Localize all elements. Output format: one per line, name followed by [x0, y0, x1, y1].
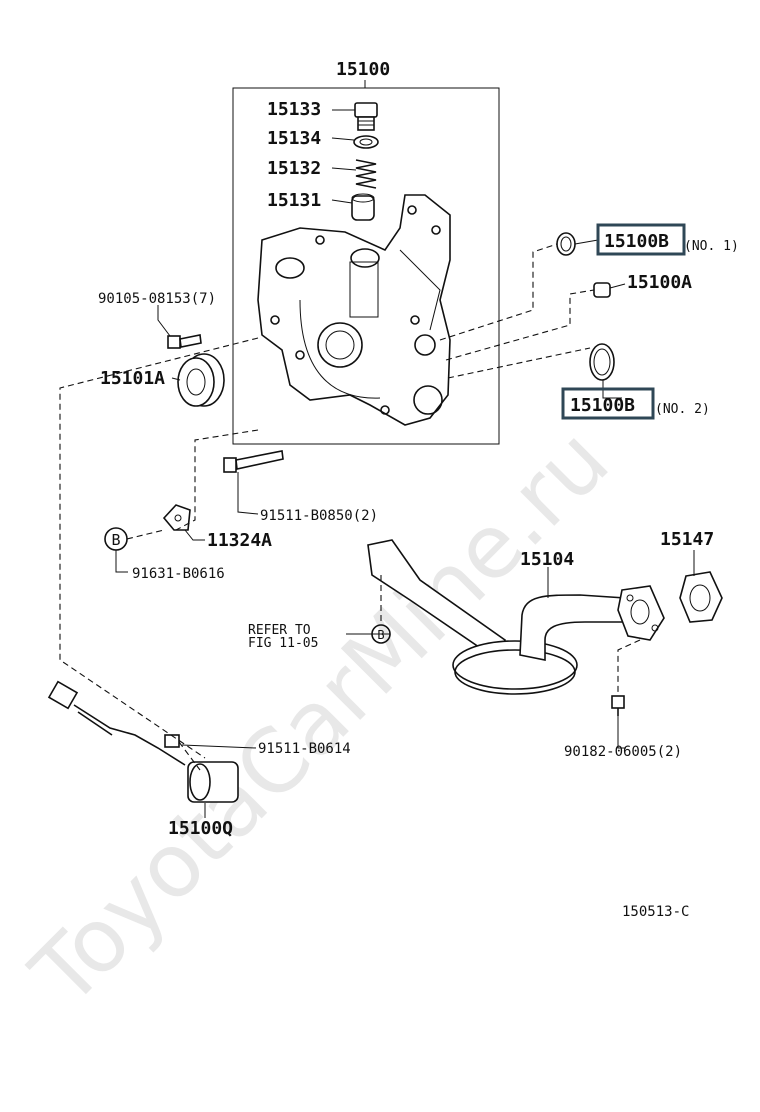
label-91631: 91631-B0616 [132, 566, 225, 582]
dashline-bracket [175, 429, 259, 531]
svg-text:B: B [111, 531, 120, 549]
note-no1: (NO. 1) [684, 239, 739, 254]
dashline-sensor-bolt [178, 741, 201, 771]
dashline-b-left [126, 529, 165, 540]
plug-15133 [354, 102, 378, 131]
refer-line1: REFER TO [248, 623, 311, 638]
gasket-15147 [679, 571, 723, 623]
label-91511-b0614: 91511-B0614 [258, 741, 351, 757]
label-15100b-no2: 15100B [570, 395, 635, 416]
dashline-left [59, 337, 259, 759]
note-no2: (NO. 2) [655, 402, 710, 417]
label-15100a: 15100A [627, 272, 692, 293]
label-15100: 15100 [336, 59, 390, 80]
svg-text:B: B [377, 628, 384, 642]
refer-line2: FIG 11-05 [248, 636, 318, 651]
o-ring-15100b-no2 [589, 343, 615, 381]
valve-15131 [351, 193, 375, 221]
label-90105: 90105-08153(7) [98, 291, 216, 307]
highlight-15100b-no2 [561, 387, 655, 420]
label-15131: 15131 [267, 190, 321, 211]
label-15134: 15134 [267, 128, 321, 149]
label-15132: 15132 [267, 158, 321, 179]
oil-seal-15101a [177, 353, 225, 407]
oil-pump-body [257, 194, 451, 426]
label-15100b-no1: 15100B [604, 231, 669, 252]
label-15104: 15104 [520, 549, 574, 570]
gasket-15134 [353, 135, 379, 149]
label-15101a: 15101A [100, 368, 165, 389]
dashline-15100a [445, 289, 595, 361]
oil-strainer-15104 [367, 539, 665, 695]
sensor-15100q [47, 680, 239, 803]
part-15100a [593, 282, 611, 298]
dashline-bolt90182 [617, 639, 641, 696]
bolt-91511-b0850 [223, 450, 284, 473]
bolt-90105 [167, 334, 202, 349]
callout-b-left: B [104, 527, 128, 551]
watermark: ToyotaCarMine.ru [11, 408, 628, 1025]
label-11324a: 11324A [207, 530, 272, 551]
bolt-90182 [611, 695, 625, 716]
assembly-box [232, 87, 500, 445]
label-15100q: 15100Q [168, 818, 233, 839]
label-91511-b0850: 91511-B0850(2) [260, 508, 378, 524]
label-15147: 15147 [660, 529, 714, 550]
highlight-15100b-no1 [596, 223, 686, 256]
figure-id: 150513-C [622, 904, 689, 920]
bracket-11324a [162, 504, 191, 531]
spring-15132 [355, 159, 377, 189]
label-90182: 90182-06005(2) [564, 744, 682, 760]
o-ring-15100b-no1 [556, 232, 576, 256]
label-15133: 15133 [267, 99, 321, 120]
dashline-oring2 [447, 347, 591, 379]
